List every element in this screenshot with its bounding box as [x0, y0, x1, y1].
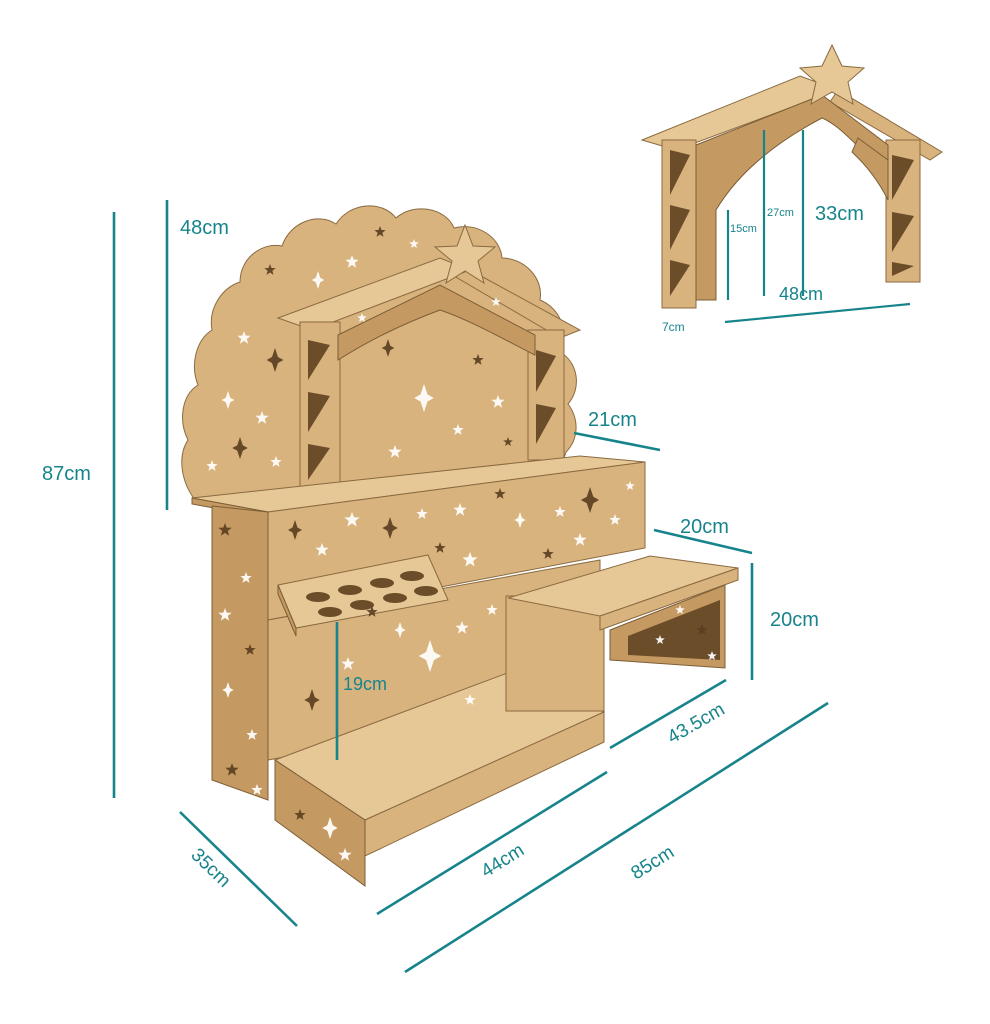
star-cutout — [452, 424, 464, 435]
star-cutout — [240, 572, 252, 583]
label-roof-post: 7cm — [662, 320, 685, 334]
star-cutout — [357, 313, 367, 322]
star-cutout — [381, 339, 395, 357]
label-side-depth: 35cm — [187, 844, 235, 891]
star-cutout — [573, 533, 587, 546]
star-cutout — [455, 621, 469, 634]
star-cutout — [394, 622, 406, 638]
star-cutout — [382, 517, 398, 539]
star-cutout — [222, 682, 234, 698]
star-cutout — [625, 481, 635, 490]
dim-line-step-depth — [653, 528, 753, 555]
star-cutout — [503, 437, 513, 446]
label-roof-width: 48cm — [779, 284, 823, 304]
star-cutout — [418, 640, 442, 672]
star-cutout — [414, 384, 434, 412]
star-cutout — [206, 460, 218, 471]
label-step-width: 43.5cm — [664, 699, 728, 748]
star-cutout — [696, 624, 708, 635]
star-cutout — [246, 729, 258, 740]
star-cutout — [707, 651, 717, 660]
side-panel — [211, 505, 269, 801]
star-cutout — [345, 255, 359, 268]
dimension-lines — [112, 130, 911, 974]
star-cutout — [554, 506, 566, 517]
star-cutout — [388, 445, 402, 458]
roof-detail-drawing — [640, 43, 943, 309]
dim-line-side-depth — [179, 811, 298, 927]
star-cutout — [266, 348, 284, 372]
star-cutout — [491, 395, 505, 408]
label-roof-inner-mid: 27cm — [767, 207, 794, 219]
star-cutout — [486, 604, 498, 615]
star-cutout — [464, 694, 476, 705]
star-cutout — [255, 411, 269, 424]
star-cutout — [434, 542, 446, 553]
dim-line-total-width — [404, 701, 829, 974]
star-cutout — [366, 606, 378, 617]
star-cutout — [244, 644, 256, 655]
star-cutout — [341, 657, 355, 670]
star-cutout — [542, 548, 554, 559]
star-cutout — [491, 297, 501, 306]
star-cutout — [225, 763, 239, 776]
star-cutout — [374, 226, 386, 237]
label-roof-depth: 21cm — [588, 409, 637, 431]
star-cutout — [221, 391, 235, 409]
star-cutout — [218, 608, 232, 621]
star-cutout — [416, 508, 428, 519]
star-cutout — [270, 456, 282, 467]
label-roof-inner-low: 15cm — [730, 223, 757, 235]
star-cutout — [409, 239, 419, 248]
star-cutout — [338, 848, 352, 861]
label-total-height: 87cm — [42, 463, 91, 485]
side-step — [507, 555, 739, 669]
star-cutout — [264, 264, 276, 275]
star-cutout — [462, 552, 478, 567]
star-cutout — [580, 487, 600, 513]
star-cutout — [294, 809, 306, 820]
label-back-height: 48cm — [180, 217, 229, 239]
star-cutout — [494, 488, 506, 499]
star-cutout — [311, 271, 325, 289]
star-cutout — [304, 689, 320, 711]
star-cutouts — [206, 226, 717, 861]
star-cutout — [472, 354, 484, 365]
label-step-depth: 20cm — [680, 516, 729, 538]
lower-bench — [273, 595, 606, 887]
star-cutout — [514, 512, 526, 528]
dim-line-base-width — [376, 770, 608, 916]
star-topper — [433, 223, 497, 285]
dim-line-step-width — [609, 678, 727, 750]
star-cutout — [218, 523, 232, 536]
star-cutout — [675, 605, 685, 614]
star-cutout — [315, 543, 329, 556]
star-cutout — [344, 512, 360, 527]
dim-line-roof-width — [724, 302, 911, 324]
star-cutout — [232, 437, 248, 459]
dim-line-roof-depth — [573, 431, 661, 452]
shelf-rack — [277, 554, 449, 637]
label-lower-height: 19cm — [343, 674, 387, 694]
label-step-height: 20cm — [770, 609, 819, 631]
roof-house — [276, 257, 582, 491]
label-roof-inner-high: 33cm — [815, 203, 864, 225]
label-total-width: 85cm — [628, 842, 679, 884]
star-cutout — [237, 331, 251, 344]
star-cutout — [453, 503, 467, 516]
star-cutout — [609, 514, 621, 525]
star-cutout — [288, 520, 302, 540]
star-cutout — [655, 635, 665, 644]
star-cutout — [251, 784, 263, 795]
star-cutout — [322, 817, 338, 839]
